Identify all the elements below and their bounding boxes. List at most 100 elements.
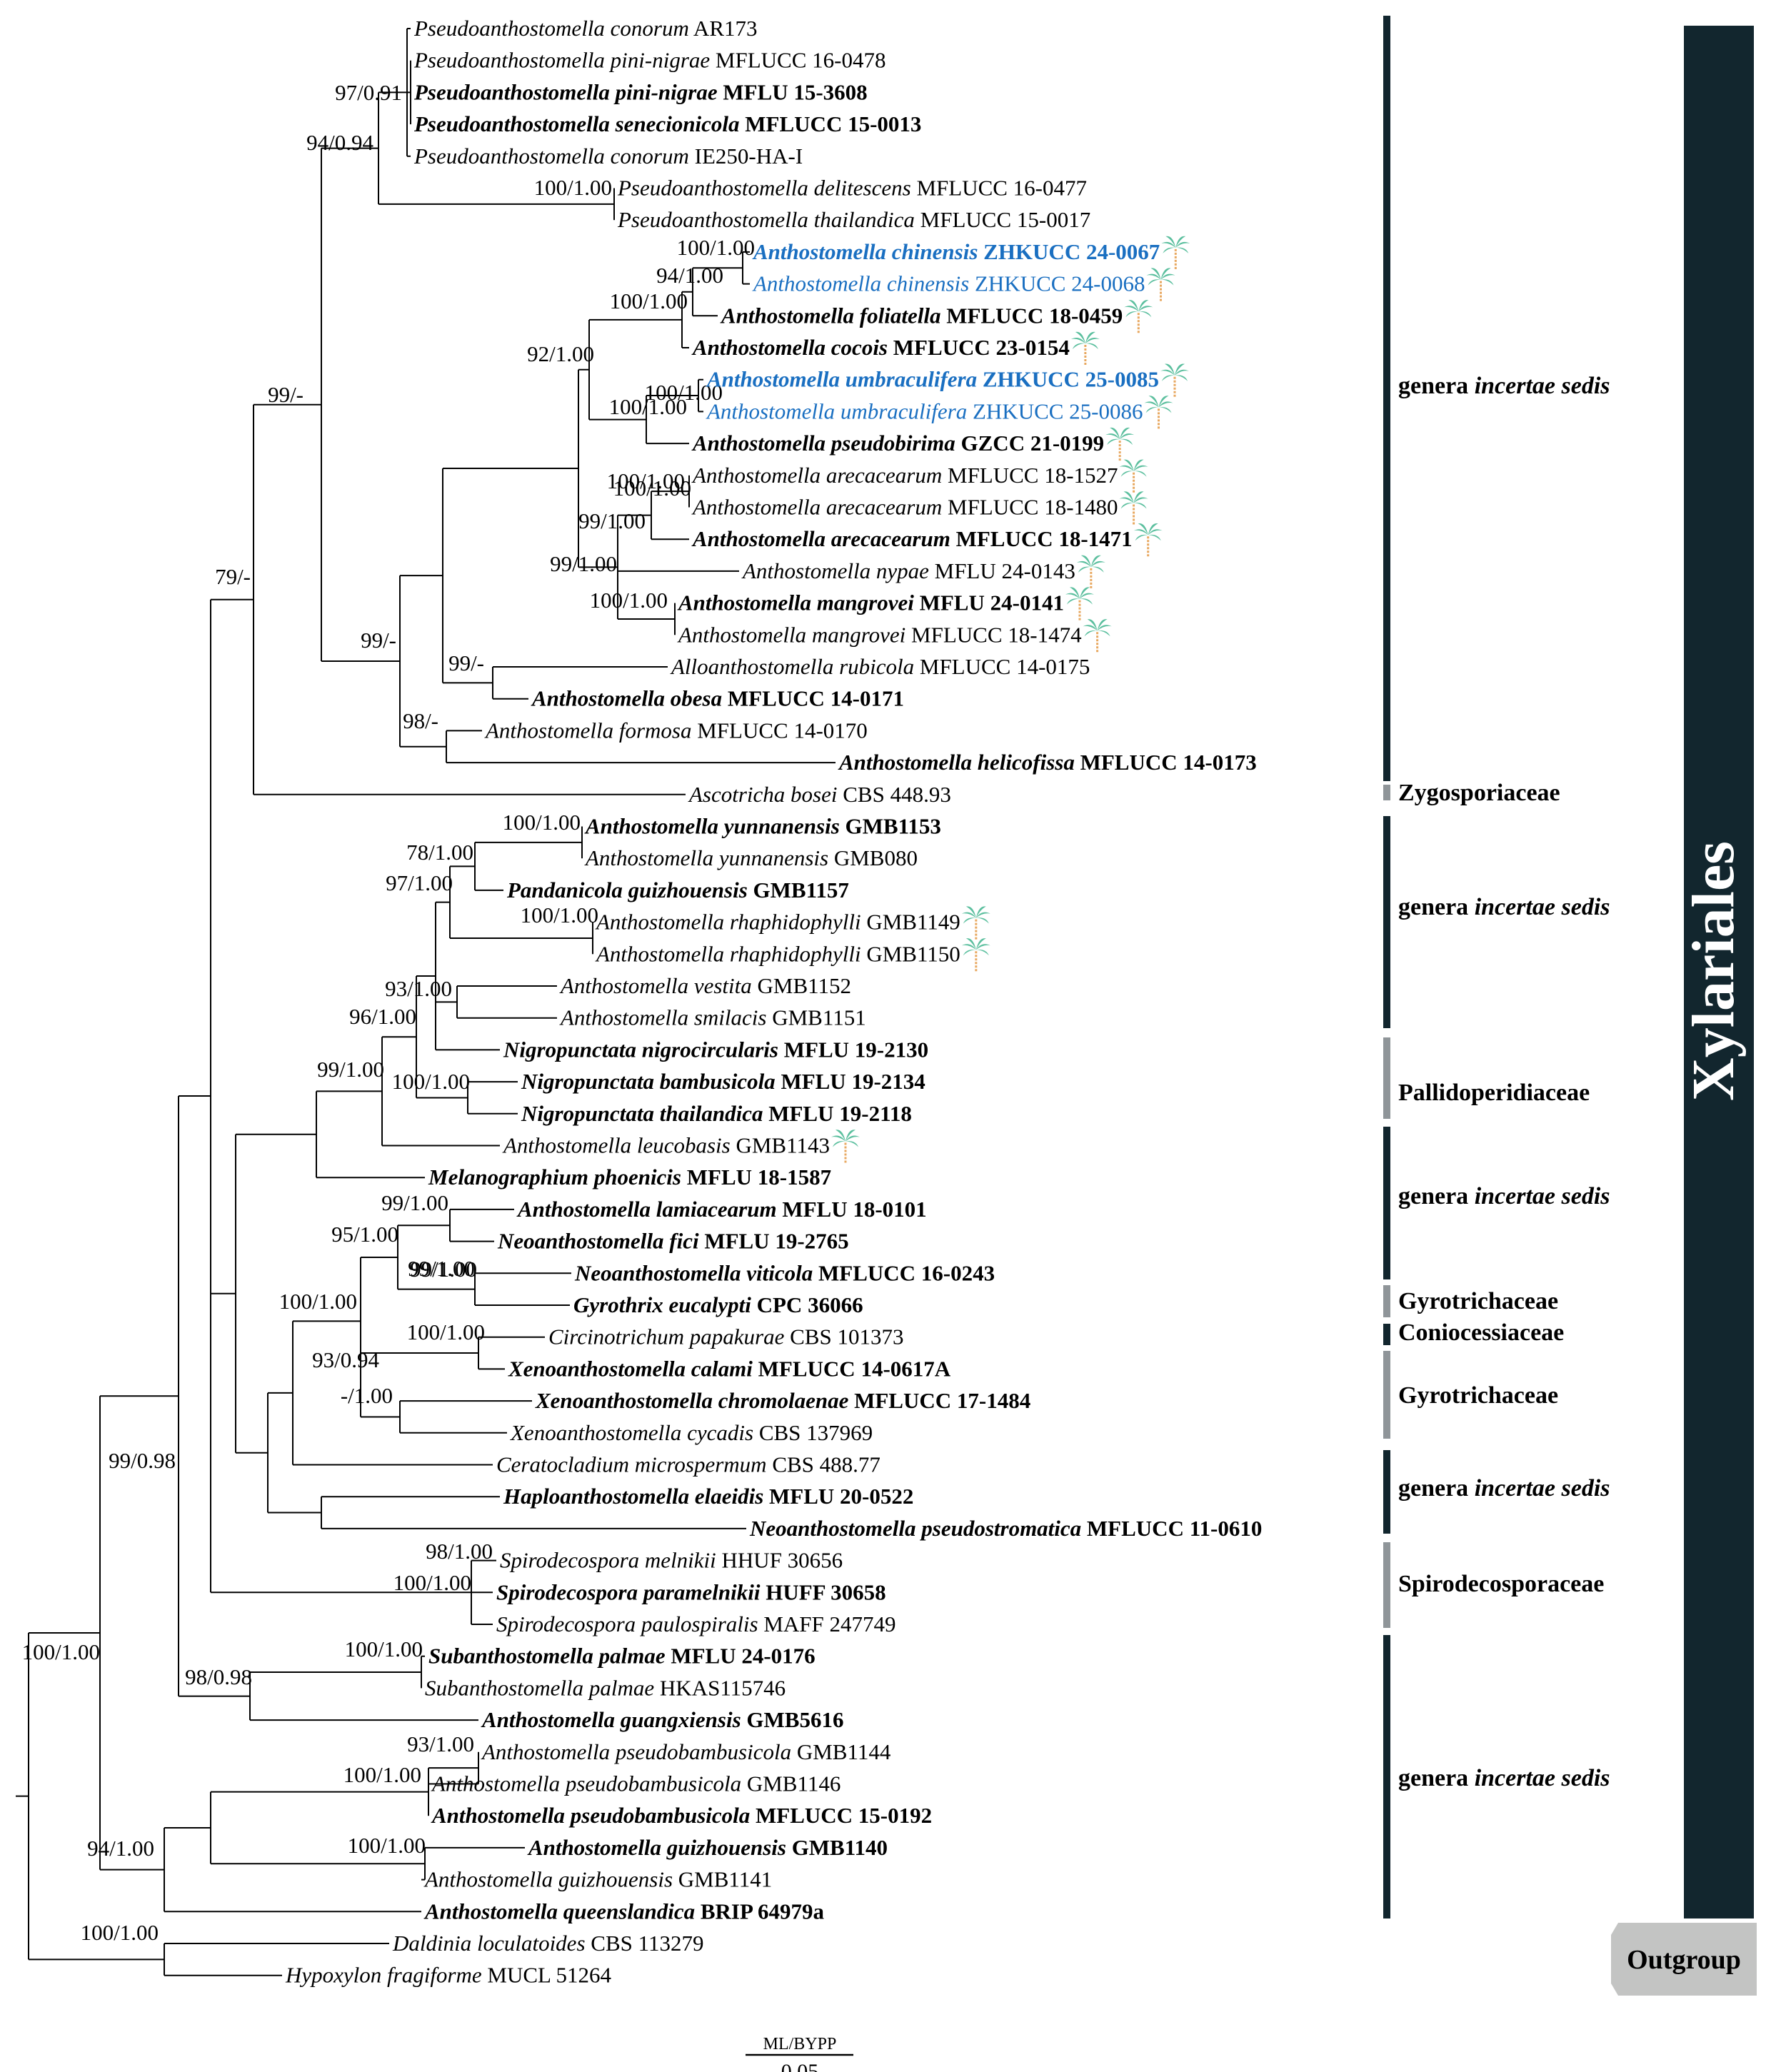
palm-frond bbox=[975, 938, 986, 950]
palm-frond bbox=[1161, 241, 1176, 248]
taxon-strain: MFLUCC 18-1474 bbox=[905, 622, 1082, 647]
taxon-label: Pseudoanthostomella pini-nigrae MFLUCC 1… bbox=[413, 48, 886, 73]
palm-icon bbox=[1144, 396, 1173, 429]
palm-icon bbox=[1070, 331, 1100, 365]
taxon-strain: ZHKUCC 24-0068 bbox=[969, 271, 1145, 296]
family-label: Spirodecosporaceae bbox=[1398, 1571, 1604, 1597]
xylariales-label: Xylariales bbox=[1680, 841, 1747, 1101]
support-value: 100/1.00 bbox=[279, 1289, 357, 1314]
palm-frond bbox=[1090, 566, 1104, 573]
palm-frond bbox=[1148, 529, 1163, 535]
outgroup-tag: Outgroup bbox=[1611, 1923, 1757, 1996]
palm-frond bbox=[1146, 273, 1161, 280]
palm-frond bbox=[845, 1135, 860, 1142]
palm-icon bbox=[1105, 427, 1135, 461]
taxon-binomial: Anthostomella leucobasis bbox=[502, 1133, 731, 1158]
taxon-binomial: Anthostomella chinensis bbox=[752, 271, 969, 296]
taxon-strain: HKAS115746 bbox=[654, 1675, 786, 1700]
support-value: -/1.00 bbox=[341, 1383, 393, 1408]
palm-frond bbox=[975, 906, 986, 918]
taxon-label: Pseudoanthostomella senecionicola MFLUCC… bbox=[413, 111, 921, 136]
taxon-strain: MFLUCC 16-0477 bbox=[911, 176, 1087, 201]
taxon-binomial: Pseudoanthostomella conorum bbox=[413, 16, 689, 41]
taxon-binomial: Anthostomella queenslandica bbox=[423, 1899, 695, 1923]
taxon-label: Anthostomella queenslandica BRIP 64979a bbox=[423, 1899, 824, 1923]
support-value: 93/1.00 bbox=[407, 1731, 474, 1756]
support-value: 100/1.00 bbox=[407, 1319, 485, 1344]
family-bar bbox=[1383, 1127, 1390, 1279]
taxon-strain: GZCC 21-0199 bbox=[955, 431, 1104, 456]
palm-frond bbox=[1174, 363, 1185, 376]
support-value: 94/1.00 bbox=[656, 263, 723, 288]
family-label-part: Gyrotrichaceae bbox=[1398, 1288, 1558, 1314]
taxon-strain: MUCL 51264 bbox=[482, 1963, 612, 1988]
palm-frond bbox=[1175, 247, 1189, 253]
taxon-label: Gyrothrix eucalypti CPC 36066 bbox=[573, 1292, 863, 1317]
palm-frond bbox=[975, 949, 989, 956]
taxon-strain: AR173 bbox=[689, 16, 758, 41]
taxon-binomial: Spirodecospora paulospiralis bbox=[496, 1611, 758, 1636]
taxon-strain: MFLUCC 15-0013 bbox=[740, 111, 922, 136]
tree-branches bbox=[16, 28, 836, 1976]
taxon-binomial: Pseudoanthostomella senecionicola bbox=[413, 111, 740, 136]
taxon-label: Melanographium phoenicis MFLU 18-1587 bbox=[428, 1165, 831, 1190]
taxon-strain: MFLUCC 17-1484 bbox=[848, 1388, 1030, 1413]
palm-frond bbox=[1087, 619, 1098, 631]
family-label-part: incertae sedis bbox=[1475, 1183, 1610, 1209]
taxon-strain: MFLUCC 11-0610 bbox=[1081, 1516, 1262, 1541]
palm-frond bbox=[1079, 598, 1093, 605]
support-value: 93/0.94 bbox=[312, 1347, 379, 1372]
taxon-label: Neoanthostomella viticola MFLUCC 16-0243 bbox=[574, 1260, 995, 1285]
taxon-strain: GMB1152 bbox=[752, 973, 851, 998]
support-value: 99/- bbox=[448, 650, 484, 675]
taxon-label: Anthostomella obesa MFLUCC 14-0171 bbox=[531, 686, 904, 711]
taxon-strain: MFLUCC 18-1527 bbox=[942, 463, 1118, 488]
support-value: 100/1.00 bbox=[81, 1920, 159, 1945]
family-label-part: incertae sedis bbox=[1475, 1475, 1610, 1502]
support-value: 100/1.00 bbox=[645, 380, 723, 405]
taxon-strain: CBS 488.77 bbox=[767, 1452, 881, 1477]
palm-frond bbox=[1066, 598, 1080, 605]
taxon-label: Anthostomella mangrovei MFLUCC 18-1474 bbox=[677, 622, 1082, 647]
palm-frond bbox=[1164, 363, 1175, 376]
taxon-strain: MFLU 24-0143 bbox=[929, 558, 1075, 583]
taxon-strain: MFLU 24-0176 bbox=[666, 1644, 816, 1669]
taxon-label: Haploanthostomella elaeidis MFLU 20-0522 bbox=[503, 1484, 913, 1509]
palm-frond bbox=[1163, 247, 1176, 253]
taxon-binomial: Anthostomella rhaphidophylli bbox=[595, 941, 861, 966]
family-bar bbox=[1383, 785, 1390, 800]
palm-frond bbox=[1148, 279, 1161, 286]
palm-frond bbox=[1120, 433, 1135, 440]
taxon-label: Anthostomella pseudobambusicola GMB1146 bbox=[431, 1771, 841, 1796]
taxon-strain: MFLU 19-2130 bbox=[778, 1037, 928, 1062]
taxon-binomial: Anthostomella yunnanensis bbox=[584, 814, 840, 839]
palm-frond bbox=[1133, 471, 1147, 477]
palm-icon bbox=[961, 938, 990, 972]
outgroup-label: Outgroup bbox=[1627, 1945, 1741, 1975]
taxon-binomial: Daldinia loculatoides bbox=[392, 1931, 586, 1956]
family-label: Pallidoperidiaceae bbox=[1398, 1080, 1590, 1106]
taxon-binomial: Xenoanthostomella chromolaenae bbox=[535, 1388, 849, 1413]
family-bar bbox=[1383, 1542, 1390, 1628]
taxon-binomial: Subanthostomella palmae bbox=[425, 1675, 654, 1700]
taxon-strain: MFLU 15-3608 bbox=[718, 79, 868, 104]
taxon-strain: MFLUCC 15-0017 bbox=[915, 207, 1090, 232]
palm-frond bbox=[1158, 396, 1169, 408]
taxon-binomial: Nigropunctata thailandica bbox=[521, 1101, 763, 1126]
family-clade-bars: genera incertae sedisZygosporiaceaegener… bbox=[1383, 16, 1610, 1918]
support-value: 100/1.00 bbox=[590, 588, 668, 613]
palm-frond bbox=[1135, 534, 1148, 541]
taxon-label: Anthostomella yunnanensis GMB1153 bbox=[584, 814, 941, 839]
palm-frond bbox=[1083, 625, 1098, 631]
palm-frond bbox=[1165, 236, 1176, 248]
family-bar bbox=[1383, 1324, 1390, 1345]
support-value: 99/1.00 bbox=[408, 1256, 475, 1281]
taxon-strain: CBS 137969 bbox=[753, 1420, 873, 1445]
taxon-strain: GMB1146 bbox=[741, 1771, 841, 1796]
taxon-label: Circinotrichum papakurae CBS 101373 bbox=[548, 1324, 903, 1349]
palm-frond bbox=[1084, 630, 1098, 637]
taxon-label: Pandanicola guizhouensis GMB1157 bbox=[506, 877, 849, 902]
palm-frond bbox=[1097, 619, 1108, 631]
taxon-strain: GMB1153 bbox=[840, 814, 941, 839]
